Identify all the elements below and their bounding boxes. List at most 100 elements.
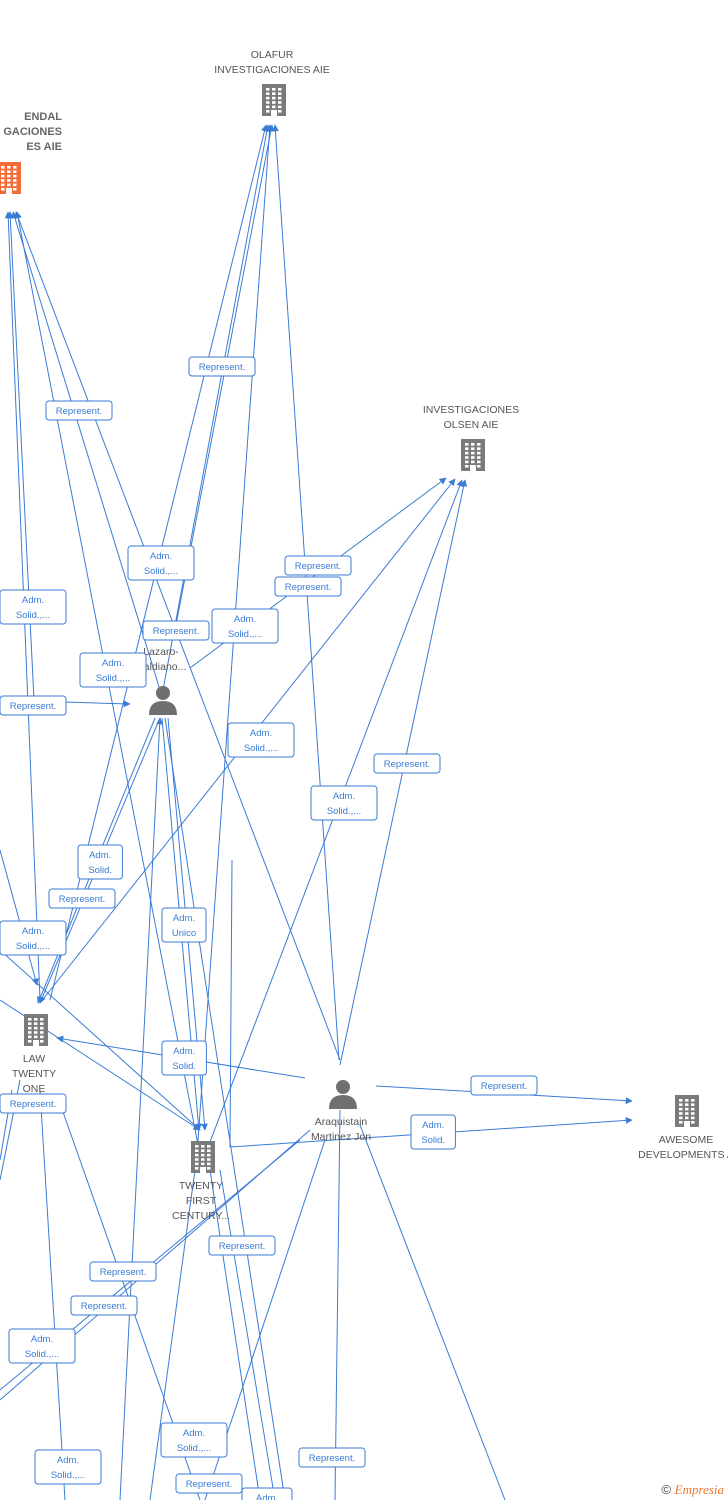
person-icon bbox=[149, 686, 177, 715]
node-label-line: LAW bbox=[23, 1053, 45, 1065]
node-olsen[interactable]: INVESTIGACIONES OLSEN AIE bbox=[423, 404, 519, 471]
edge-label[interactable]: Represent. bbox=[45, 400, 113, 421]
edge-label[interactable]: Adm.Solid.,... bbox=[0, 920, 67, 956]
node-lazaro[interactable]: Lazaro- Galdiano... bbox=[136, 646, 187, 715]
edge-label-text: Solid.,... bbox=[51, 1470, 85, 1481]
node-awesome[interactable]: AWESOME DEVELOPMENTS A bbox=[638, 1095, 728, 1161]
edge-label-text: Adm. bbox=[22, 595, 44, 606]
edge-label[interactable]: Represent. bbox=[208, 1235, 276, 1256]
edge-label-text: Represent. bbox=[10, 701, 56, 712]
edge-label-text: Solid.,... bbox=[327, 806, 361, 817]
edge-label[interactable]: Represent. bbox=[298, 1447, 366, 1468]
node-label-line: AWESOME bbox=[659, 1134, 713, 1146]
node-label-line: INVESTIGACIONES AIE bbox=[214, 64, 330, 76]
node-label-line: Martinez Jon bbox=[311, 1131, 371, 1143]
node-label-line: OLAFUR bbox=[251, 49, 294, 61]
edge-label-text: Represent. bbox=[10, 1099, 56, 1110]
node-label-line: Galdiano... bbox=[136, 661, 187, 673]
brand-logo-text: Empresia bbox=[674, 1482, 724, 1497]
edge-label-text: Represent. bbox=[295, 561, 341, 572]
building-icon bbox=[191, 1141, 215, 1173]
relation-edge bbox=[0, 949, 201, 1131]
edge-label-text: Adm. bbox=[333, 791, 355, 802]
relation-edge bbox=[334, 1109, 341, 1500]
edge-label[interactable]: Adm. Solid.,... bbox=[0, 589, 67, 625]
edge-label-text: Represent. bbox=[384, 759, 430, 770]
edge-label[interactable]: Adm. bbox=[241, 1487, 293, 1500]
node-label-line: INVESTIGACIONES bbox=[423, 404, 519, 416]
edge-label[interactable]: Adm.Solid. bbox=[410, 1114, 456, 1150]
edge-label[interactable]: Represent. bbox=[70, 1295, 138, 1316]
edge-label-text: Represent. bbox=[309, 1453, 355, 1464]
node-label-line: TWENTY bbox=[179, 1180, 223, 1192]
edge-label[interactable]: Represent. bbox=[89, 1261, 157, 1282]
node-label-line: GACIONES bbox=[3, 126, 62, 138]
relation-edge bbox=[11, 211, 161, 691]
edge-label[interactable]: Represent. bbox=[274, 576, 342, 597]
node-twentyfirst[interactable]: TWENTYFIRSTCENTURY... bbox=[172, 1141, 230, 1222]
person-icon bbox=[329, 1080, 357, 1109]
nodes: OLAFUR INVESTIGACIONES AIE ENDALGACIONESES… bbox=[0, 49, 728, 1222]
building-icon bbox=[675, 1095, 699, 1127]
edge-label-text: Represent. bbox=[186, 1479, 232, 1490]
relation-edge bbox=[209, 1169, 261, 1500]
edge-label[interactable]: Adm.Solid.,... bbox=[8, 1328, 76, 1364]
edge-label-text: Solid.,... bbox=[144, 566, 178, 577]
edge-label[interactable]: Adm.Solid.,... bbox=[34, 1449, 102, 1485]
building-icon bbox=[0, 162, 21, 194]
building-icon bbox=[461, 439, 485, 471]
relation-edge bbox=[359, 1124, 506, 1500]
edge-label-text: Adm. bbox=[256, 1493, 278, 1500]
edge-label-text: Adm. bbox=[89, 850, 111, 861]
building-icon bbox=[262, 84, 286, 116]
edge-labels: Represent. Represent. Adm. Solid.,... Adm. So… bbox=[0, 356, 538, 1500]
edge-label[interactable]: Adm.Solid.,... bbox=[227, 722, 295, 758]
node-label-line: Araquistain bbox=[315, 1116, 368, 1128]
edge-label-text: Solid.,... bbox=[16, 941, 50, 952]
edge-label-text: Solid.,... bbox=[25, 1349, 59, 1360]
edge-label[interactable]: Adm. Solid. bbox=[77, 844, 123, 880]
edge-label[interactable]: Represent. bbox=[142, 620, 210, 641]
edge-label[interactable]: Represent. bbox=[373, 753, 441, 774]
edge-label-text: Represent. bbox=[56, 406, 102, 417]
edge-label[interactable]: Represent. bbox=[0, 1093, 67, 1114]
node-label-line: CENTURY... bbox=[172, 1210, 230, 1222]
edge-label-text: Represent. bbox=[100, 1267, 146, 1278]
edge-label-text: Adm. bbox=[173, 913, 195, 924]
relation-edge bbox=[149, 1169, 196, 1500]
edge-label[interactable]: Adm. Solid.,... bbox=[127, 545, 195, 581]
node-label-line: OLSEN AIE bbox=[444, 419, 499, 431]
edge-label-text: Represent. bbox=[219, 1241, 265, 1252]
edge-label[interactable]: Represent. bbox=[470, 1075, 538, 1096]
edge-label-text: Solid.,... bbox=[177, 1443, 211, 1454]
edge-label-text: Adm. bbox=[102, 658, 124, 669]
node-olafur[interactable]: OLAFUR INVESTIGACIONES AIE bbox=[214, 49, 330, 116]
edge-label[interactable]: Adm.Solid.,... bbox=[211, 608, 279, 644]
edge-label-text: Adm. bbox=[234, 614, 256, 625]
edge-label[interactable]: Represent. bbox=[0, 695, 67, 716]
edge-label[interactable]: Adm.Unico bbox=[161, 907, 207, 943]
edge-label-text: Solid.,... bbox=[16, 610, 50, 621]
node-label-line: TWENTY bbox=[12, 1068, 56, 1080]
relation-edge bbox=[164, 717, 286, 1500]
edge-label-text: Adm. bbox=[150, 551, 172, 562]
edge-label[interactable]: Represent. bbox=[188, 356, 256, 377]
edge-label[interactable]: Represent. bbox=[284, 555, 352, 576]
edge-label-text: Solid. bbox=[88, 865, 112, 876]
relation-edge bbox=[119, 717, 164, 1500]
edge-label[interactable]: Adm. Solid.,... bbox=[310, 785, 378, 821]
edge-label[interactable]: Represent. bbox=[48, 888, 116, 909]
edge-label[interactable]: Adm.Solid.,... bbox=[160, 1422, 228, 1458]
node-label-line: DEVELOPMENTS A bbox=[638, 1149, 728, 1161]
footer-brand: © Empresia bbox=[661, 1482, 724, 1498]
edge-label[interactable]: Represent. bbox=[175, 1473, 243, 1494]
relation-edge bbox=[6, 211, 35, 701]
node-label-line: Lazaro- bbox=[143, 646, 179, 658]
relation-edge bbox=[219, 1169, 276, 1500]
edge-label[interactable]: Adm.Solid. bbox=[161, 1040, 207, 1076]
edge-label[interactable]: Adm.Solid.,... bbox=[79, 652, 147, 688]
